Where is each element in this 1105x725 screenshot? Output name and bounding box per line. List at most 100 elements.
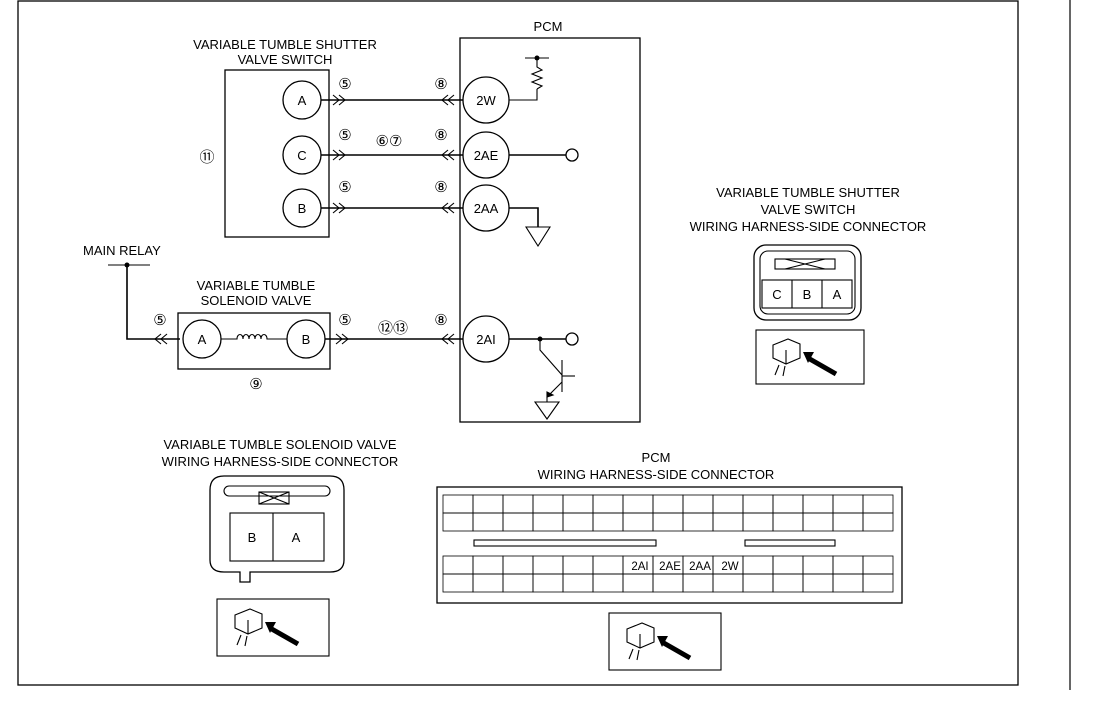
switch-conn-body [753,244,862,321]
sol-conn-latch [258,491,290,505]
pcm-conn-cell [622,494,654,514]
sol-conn-pin-b: B [248,530,257,545]
solenoid-pin-a: A [198,332,207,347]
pcm-conn-title-line2: WIRING HARNESS-SIDE CONNECTOR [538,467,775,482]
pcm-conn-cell [742,555,774,575]
pcm-conn-cell [652,494,684,514]
pcm-conn-cell [832,512,864,532]
node-2ai [537,336,543,342]
sol-conn-pins-box [229,512,325,562]
pcm-conn-body [436,486,903,604]
pcm-conn-pin-2w: 2W [721,561,738,573]
pcm-title: PCM [534,19,563,34]
chevron-icon [154,333,168,345]
switch-conn-inner [759,250,856,315]
pcm-conn-cell [442,555,474,575]
pcm-conn-cell [862,573,894,593]
solenoid-ref-9: ⑨ [249,376,262,393]
ref-8-wire-b: ⑧ [434,179,447,196]
ref-1213: ⑫⑬ [378,320,408,337]
pcm-conn-cell [592,512,624,532]
pcm-conn-cell [862,512,894,532]
switch-title-line1: VARIABLE TUMBLE SHUTTER [193,37,377,52]
transistor-icon [539,339,575,402]
pcm-conn-cell [772,512,804,532]
switch-pin-a: A [298,93,307,108]
pcm-conn-cell [802,494,834,514]
pcm-pin-2w: 2W [476,93,496,108]
connector-view-icon [608,612,722,671]
pcm-conn-cell [502,494,534,514]
main-relay-label: MAIN RELAY [83,243,161,258]
pcm-conn-cell [472,494,504,514]
latch-x-icon [258,491,290,505]
switch-conn-pins-box [761,279,853,309]
chevron-icon [441,94,455,214]
pcm-conn-cell [442,512,474,532]
switch-conn-pin-b: B [803,287,812,302]
sol-conn-pin-a: A [292,530,301,545]
pcm-conn-cell [832,494,864,514]
pcm-conn-cell [862,555,894,575]
pcm-conn-cell [682,512,714,532]
pcm-conn-upper-grid [442,494,894,532]
ref-5-relay: ⑤ [153,312,166,329]
pcm-conn-cell [442,573,474,593]
pcm-conn-cell [682,494,714,514]
pcm-conn-cell [562,512,594,532]
connector-view-icon [216,598,330,657]
latch-x-icon [784,258,826,270]
pcm-conn-cell [712,494,744,514]
pcm-conn-cell [592,494,624,514]
pcm-conn-cell [772,555,804,575]
switch-pin-b: B [298,201,307,216]
switch-conn-title-line3: WIRING HARNESS-SIDE CONNECTOR [690,219,927,234]
terminal-2ae-icon [565,148,579,162]
pcm-conn-cell [742,512,774,532]
pcm-conn-cell [502,512,534,532]
pcm-conn-cell [562,494,594,514]
ref-5-solenoid-b: ⑤ [338,312,351,329]
pcm-conn-pin-2aa: 2AA [689,561,711,573]
pcm-conn-cell [532,573,564,593]
switch-conn-latch [774,258,836,270]
pcm-conn-cell [502,555,534,575]
diagram-frame [17,0,1019,686]
ref-8-wire-c: ⑧ [434,127,447,144]
pcm-conn-lower-grid [442,555,894,593]
ref-5-wire-c: ⑤ [338,127,351,144]
connector-view-icon [755,329,865,385]
sol-conn-title-line1: VARIABLE TUMBLE SOLENOID VALVE [163,437,396,452]
chevron-icon [332,94,346,214]
pcm-conn-cell [802,573,834,593]
solenoid-box [177,312,331,370]
pcm-conn-cell [682,573,714,593]
switch-conn-pin-a: A [833,287,842,302]
pcm-conn-pin-2ai: 2AI [631,561,648,573]
pcm-conn-cell [802,512,834,532]
switch-title-line2: VALVE SWITCH [238,52,333,67]
pcm-conn-cell [652,512,684,532]
pcm-conn-cell [802,555,834,575]
pcm-conn-cell [832,573,864,593]
ground-icon [525,226,551,248]
ref-8-wire-a: ⑧ [434,76,447,93]
pcm-conn-cell [622,512,654,532]
solenoid-title-line2: SOLENOID VALVE [201,293,312,308]
sol-conn-latch-bar [223,485,331,497]
pcm-conn-cell [472,512,504,532]
pcm-conn-cell [772,573,804,593]
switch-conn-title-line2: VALVE SWITCH [761,202,856,217]
pcm-conn-cell [562,555,594,575]
ref-5-wire-a: ⑤ [338,76,351,93]
ref-8-2ai: ⑧ [434,312,447,329]
pcm-conn-cell [532,555,564,575]
pcm-conn-title-line1: PCM [642,450,671,465]
switch-conn-pin-c: C [772,287,781,302]
pcm-pin-2ae: 2AE [474,148,499,163]
ref-67-wire-c: ⑥⑦ [376,133,403,150]
ref-5-wire-b: ⑤ [338,179,351,196]
pcm-conn-key-right [744,539,836,547]
solenoid-title-line1: VARIABLE TUMBLE [197,278,316,293]
switch-box [224,69,330,238]
